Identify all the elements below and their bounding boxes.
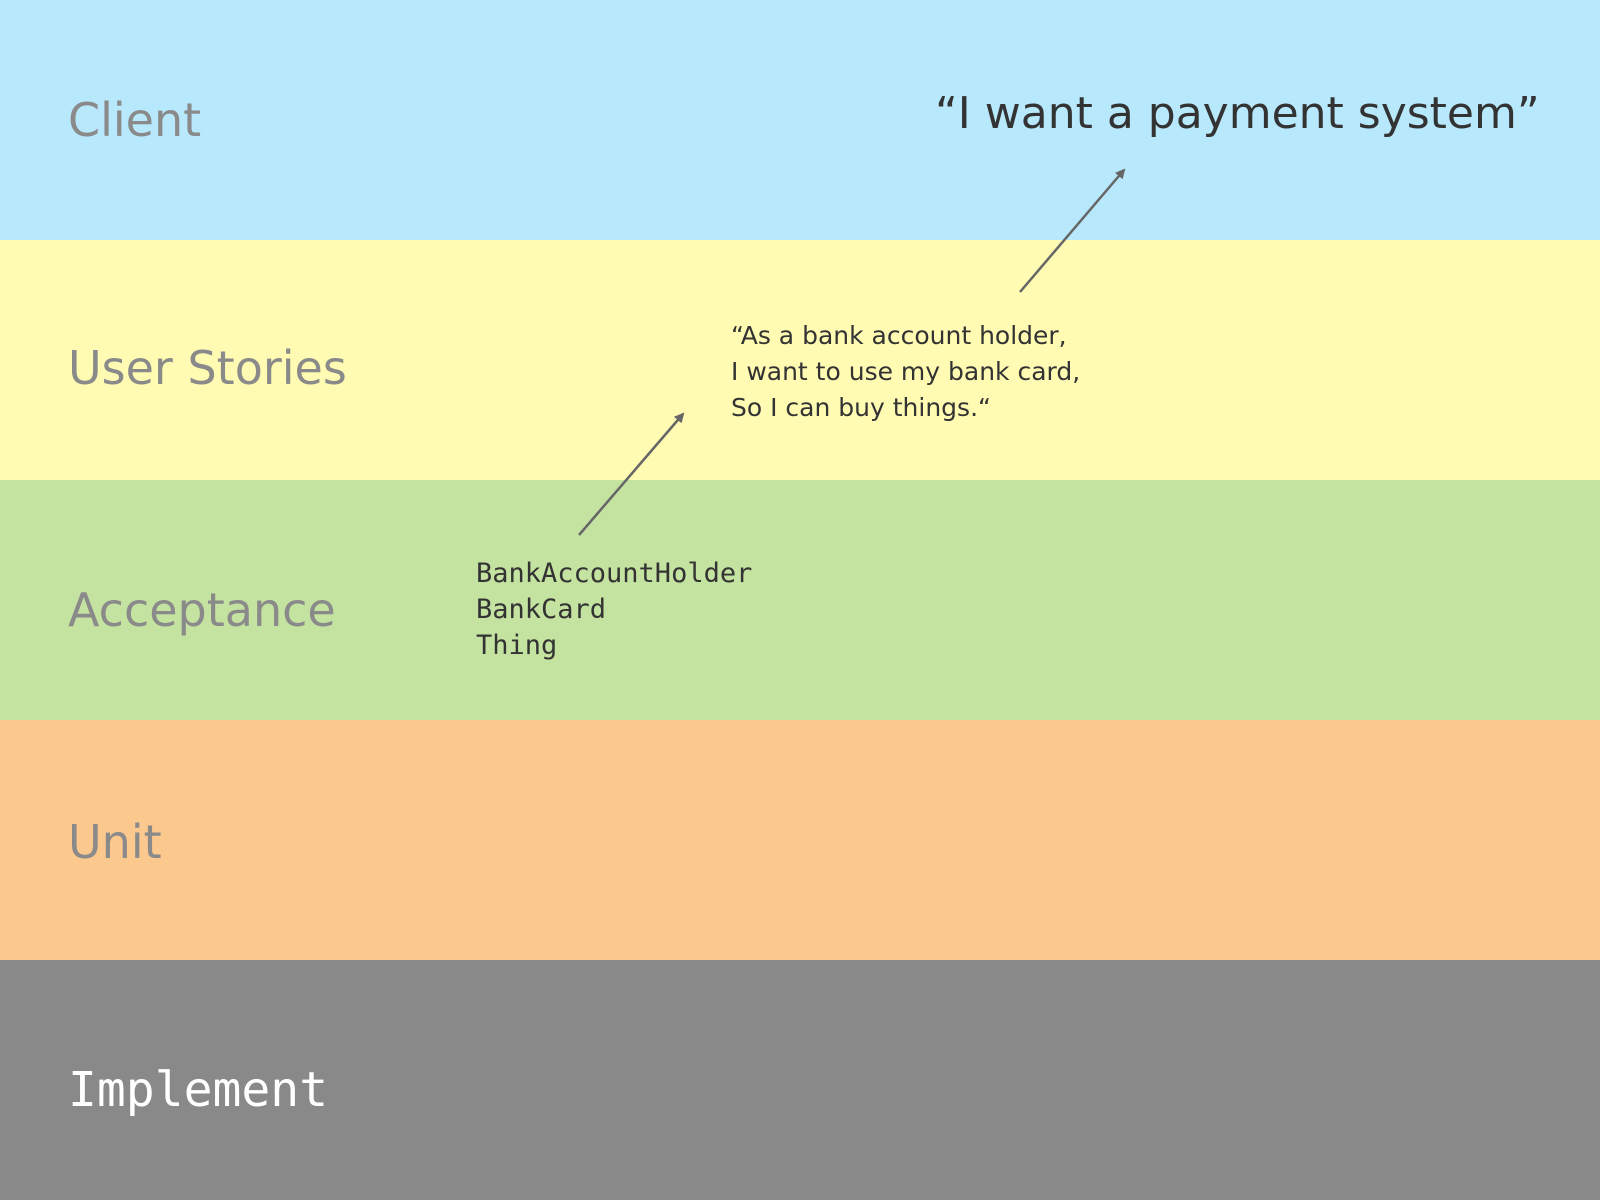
implement-band: Implement [0, 960, 1600, 1200]
unit-label: Unit [68, 815, 162, 869]
user-story-line: I want to use my bank card, [731, 357, 1081, 386]
user-stories-band: User Stories [0, 240, 1600, 480]
implement-label: Implement [68, 1062, 329, 1118]
user-story-text: “As a bank account holder, I want to use… [731, 318, 1080, 426]
user-stories-label: User Stories [68, 341, 347, 395]
unit-band: Unit [0, 720, 1600, 960]
acceptance-term: BankCard [476, 594, 607, 625]
client-band: Client [0, 0, 1600, 240]
user-story-line: So I can buy things.“ [731, 393, 991, 422]
acceptance-term: Thing [476, 630, 558, 661]
acceptance-term: BankAccountHolder [476, 558, 753, 589]
acceptance-terms: BankAccountHolder BankCard Thing [476, 556, 752, 664]
acceptance-label: Acceptance [68, 583, 336, 637]
client-label: Client [68, 93, 202, 147]
user-story-line: “As a bank account holder, [731, 321, 1067, 350]
acceptance-band: Acceptance [0, 480, 1600, 720]
client-quote: “I want a payment system” [935, 88, 1540, 139]
